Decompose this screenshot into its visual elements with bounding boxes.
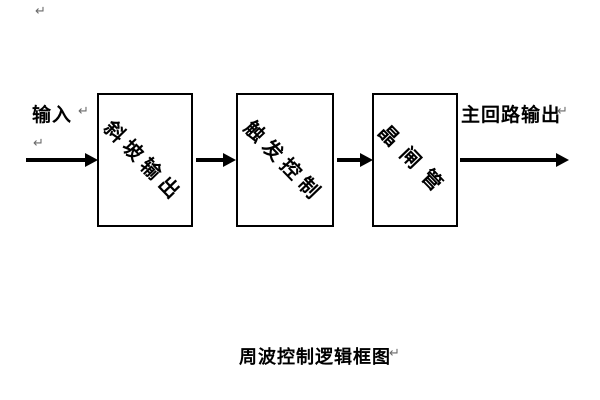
paragraph-mark: ↵ — [557, 104, 568, 119]
arrow-head — [360, 153, 373, 167]
output-arrow-head — [556, 153, 569, 167]
block-thyristor: 晶闸管 — [372, 93, 458, 227]
output-arrow-line — [460, 158, 557, 162]
input-arrow-head — [85, 153, 98, 167]
paragraph-mark: ↵ — [35, 4, 46, 19]
block-trigger-control: 触发控制 — [236, 93, 334, 227]
arrow-line — [337, 158, 361, 162]
output-label: 主回路输出 — [461, 104, 562, 126]
input-label: 输入 — [32, 104, 73, 126]
paragraph-mark: ↵ — [33, 136, 44, 151]
paragraph-mark: ↵ — [389, 346, 400, 361]
diagram-caption: 周波控制逻辑框图 — [239, 347, 391, 368]
arrow-head — [223, 153, 236, 167]
block-ramp-output: 斜坡输出 — [97, 93, 193, 227]
block-ramp-output-label: 斜坡输出 — [99, 115, 189, 207]
arrow-line — [196, 158, 224, 162]
block-thyristor-label: 晶闸管 — [372, 119, 455, 203]
block-trigger-control-label: 触发控制 — [239, 115, 329, 207]
paragraph-mark: ↵ — [78, 104, 89, 119]
input-arrow-line — [26, 158, 86, 162]
